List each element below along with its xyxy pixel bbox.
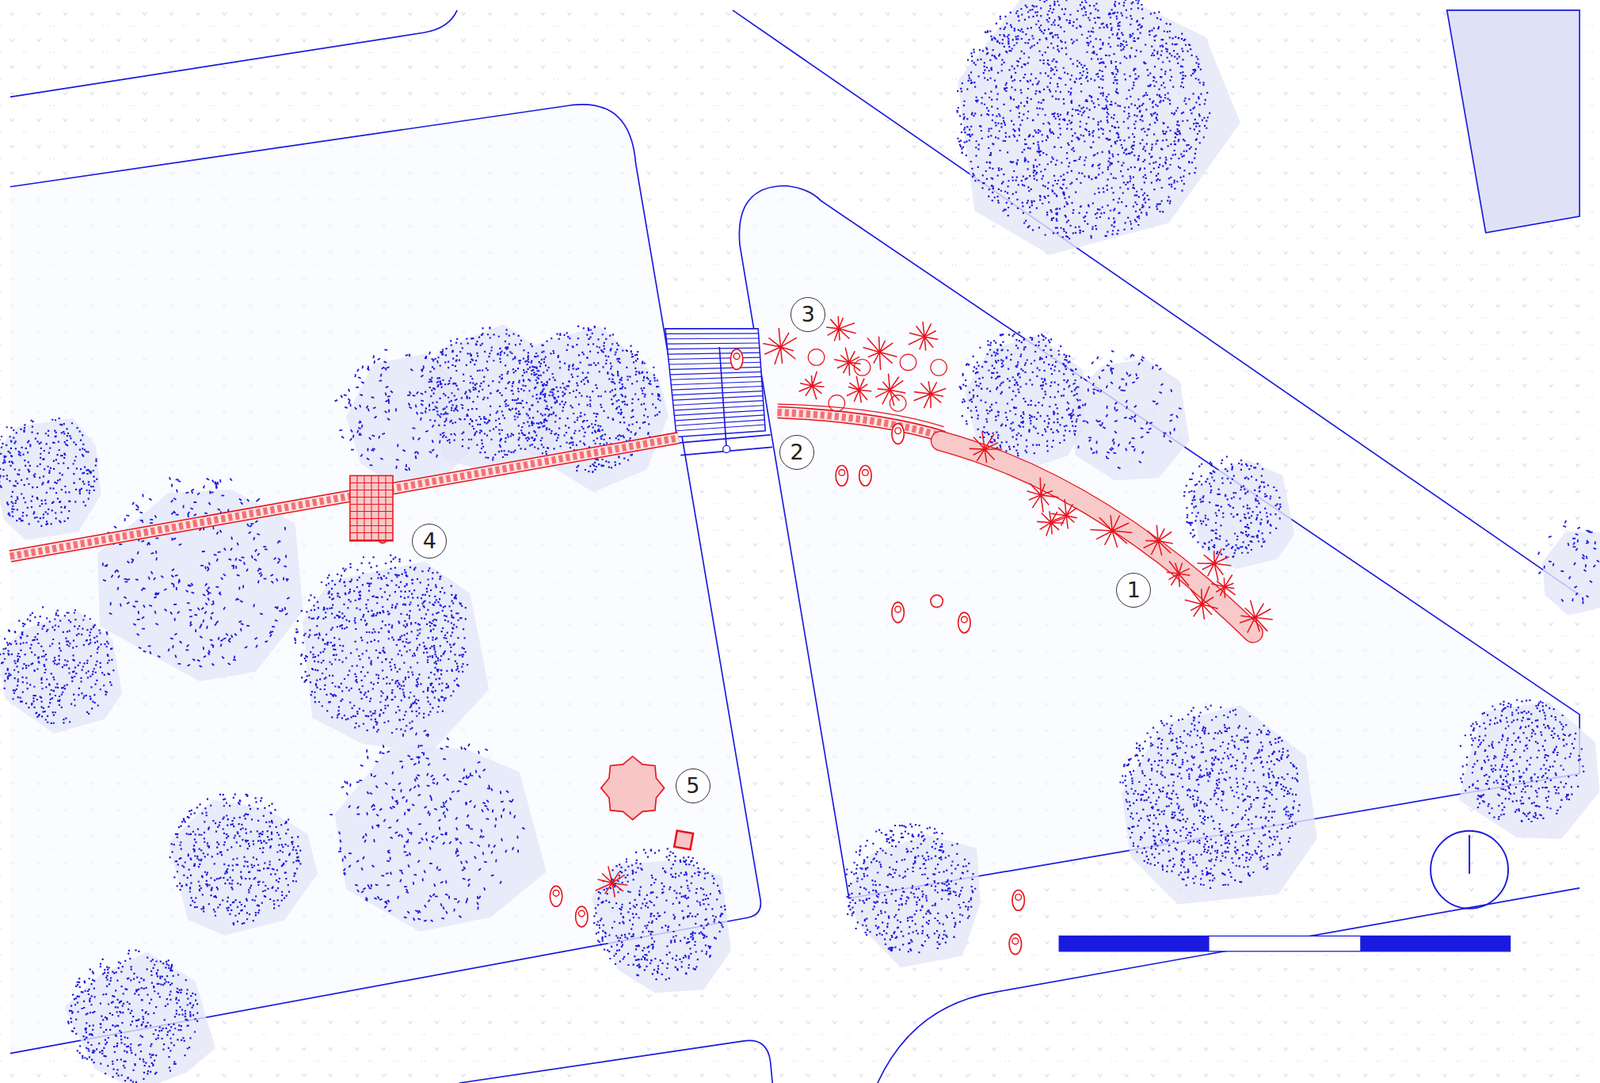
path-edge (777, 403, 945, 427)
bridge-edge (677, 434, 773, 456)
tree (956, 0, 1211, 240)
callout-circle: 3 (790, 297, 826, 332)
north-arrow (1430, 830, 1509, 909)
person-figure (835, 465, 848, 487)
tree (0, 605, 115, 724)
tree (1066, 350, 1182, 469)
palm-plant (1027, 477, 1060, 513)
tree (845, 822, 977, 953)
ball (930, 594, 943, 607)
shrub (889, 395, 907, 412)
person-figure (1009, 933, 1021, 955)
tree-shadow (1121, 704, 1318, 904)
palm-plant (1184, 586, 1219, 620)
scale-bar-segment (1360, 935, 1510, 951)
callout-number: 2 (790, 441, 804, 463)
person-figure (958, 612, 971, 633)
tree (593, 847, 726, 980)
tree (959, 331, 1085, 458)
palm-plant (863, 336, 898, 370)
tree-shadow (0, 418, 101, 541)
cobble-path (777, 412, 945, 438)
tree-shadow (957, 0, 1241, 256)
shrub (828, 395, 846, 412)
palm-plant (1036, 510, 1065, 536)
callout-circle: 1 (1116, 572, 1151, 608)
callout-number: 5 (685, 774, 700, 797)
palm-plant (826, 316, 856, 341)
shrub (899, 354, 917, 371)
kerb-line (877, 887, 1580, 1083)
person-figure (575, 906, 588, 927)
palm-plant (1090, 514, 1133, 548)
palm-plant (1050, 499, 1077, 529)
section-line (719, 346, 727, 450)
building (1447, 10, 1580, 233)
chair (674, 830, 694, 850)
tree-shadow (302, 561, 490, 753)
shrub (807, 349, 825, 366)
person-figure (1012, 889, 1025, 911)
palm-plant (1211, 575, 1236, 599)
section-mark (723, 445, 731, 453)
callout-number: 3 (801, 303, 816, 325)
tree (1538, 520, 1600, 604)
park-block (10, 104, 762, 1054)
tree (1183, 455, 1282, 558)
scale-bar-segment (1059, 935, 1209, 951)
person-figure (549, 885, 562, 907)
tree (1459, 698, 1585, 823)
callout-circle: 4 (411, 523, 447, 559)
palm-plant (846, 376, 872, 404)
kerb-line (10, 10, 458, 98)
grid-platform (350, 475, 393, 541)
tree (424, 327, 557, 461)
cobble-path (10, 438, 679, 557)
tree-shadow (1072, 358, 1189, 480)
palm-plant (1196, 548, 1231, 581)
planting-band (940, 441, 1254, 633)
umbrella (601, 756, 665, 820)
palm-plant (908, 321, 939, 351)
north-arrow-needle (1468, 834, 1471, 874)
person-figure (730, 349, 743, 370)
palm-plant (1166, 560, 1191, 587)
person-figure (891, 423, 904, 445)
palm-plant (1143, 525, 1174, 557)
shrub (930, 359, 948, 377)
bridge-planks (666, 333, 766, 431)
tree (0, 417, 98, 527)
palm-plant (595, 865, 628, 897)
person-figure (859, 465, 872, 487)
tree-shadow (168, 800, 318, 936)
tree-shadow (849, 834, 981, 968)
palm-plant (762, 327, 797, 365)
callout-circle: 2 (779, 434, 815, 470)
scale-bar (1059, 935, 1510, 951)
palm-plant (1239, 600, 1273, 633)
tree (329, 730, 525, 922)
callout-circle: 5 (675, 768, 711, 804)
palm-plant (914, 380, 947, 408)
person-figure (891, 601, 904, 623)
bridge-deck (665, 328, 766, 438)
palm-plant (969, 431, 1002, 463)
tree (293, 554, 469, 734)
tree-shadow (1542, 531, 1600, 616)
tree-shadow (64, 951, 216, 1083)
callout-number: 1 (1127, 579, 1141, 601)
tree (1119, 704, 1300, 889)
tree (169, 792, 302, 925)
palm-plant (799, 371, 825, 400)
callout-number: 4 (422, 529, 437, 552)
shrub (853, 359, 871, 377)
kerb-line (459, 1040, 773, 1083)
tree (67, 948, 199, 1083)
